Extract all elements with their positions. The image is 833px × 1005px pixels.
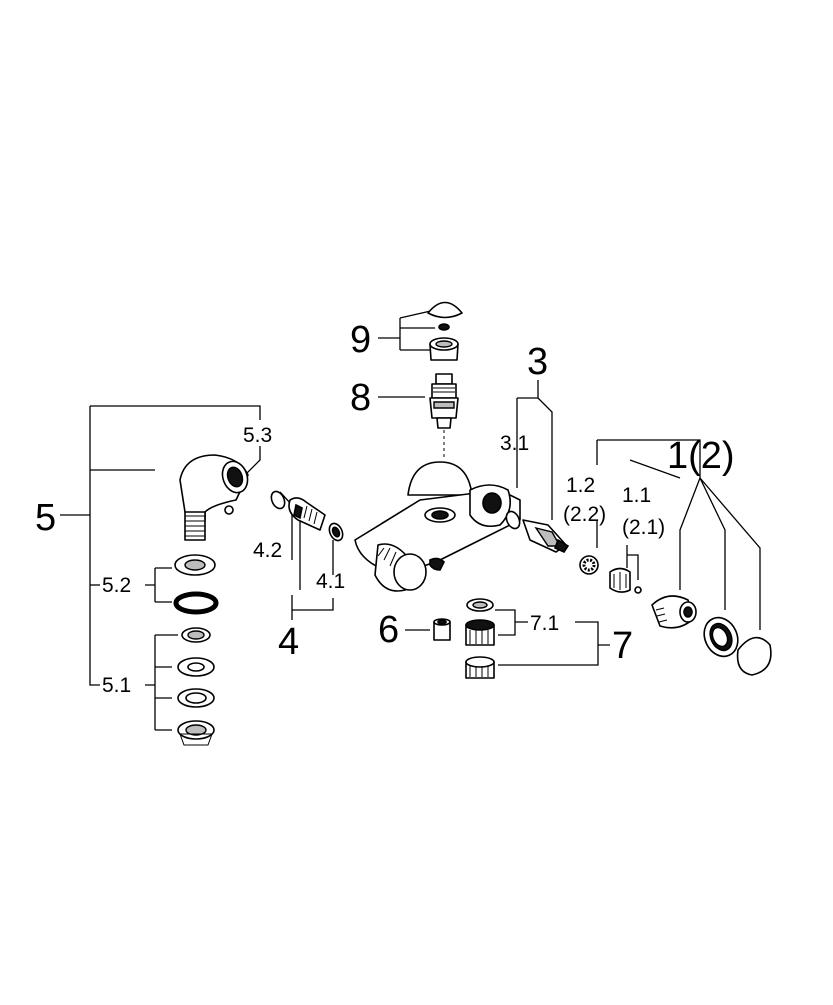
part-8-cartridge [429, 373, 459, 460]
part-3-cartridge [505, 510, 570, 554]
part-4-fittings [270, 490, 344, 542]
labels: 1(2) 1.1 (2.1) 1.2 (2.2) 3 3.1 4 4.1 4.2… [35, 319, 735, 697]
label-4-2: 4.2 [253, 539, 282, 562]
label-5-1: 5.1 [102, 674, 131, 697]
label-5: 5 [35, 497, 56, 539]
label-4: 4 [278, 621, 299, 663]
label-7-1: 7.1 [530, 612, 559, 635]
label-3: 3 [527, 341, 548, 383]
label-6: 6 [378, 609, 399, 651]
label-5-3: 5.3 [243, 424, 272, 447]
label-4-1: 4.1 [316, 570, 345, 593]
part-5-washers [173, 554, 219, 746]
part-6-nipple [433, 618, 451, 641]
label-1-2-ring: 1.2 [566, 474, 595, 497]
leader-lines [60, 309, 761, 731]
part-5-elbow [179, 454, 249, 541]
label-5-2: 5.2 [102, 574, 131, 597]
label-2-2: (2.2) [563, 503, 606, 526]
label-9: 9 [350, 319, 371, 361]
label-1-1: 1.1 [622, 484, 651, 507]
label-3-1: 3.1 [500, 432, 529, 455]
label-8: 8 [350, 377, 371, 419]
part-9-cap-assembly [427, 301, 463, 361]
label-1-2: 1(2) [667, 435, 735, 477]
label-2-1: (2.1) [622, 516, 665, 539]
label-7: 7 [612, 625, 633, 667]
part-7-outlet [465, 598, 495, 679]
part-1-handle-assembly [579, 555, 772, 676]
mixer-body [354, 461, 521, 592]
